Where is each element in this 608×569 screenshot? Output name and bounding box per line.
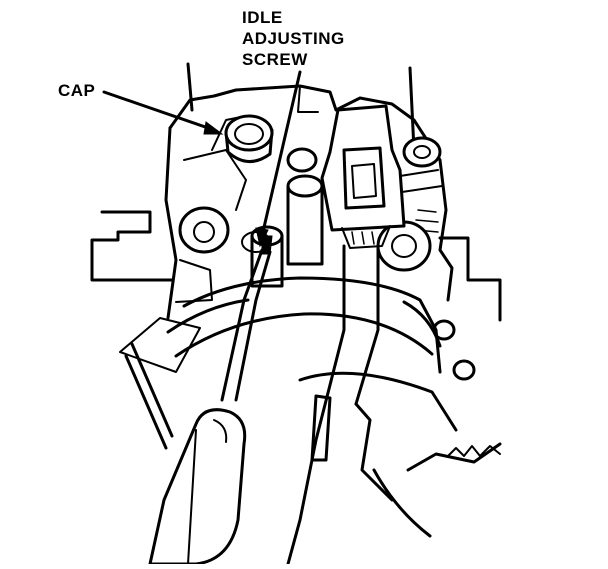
idle-adjusting-screw-label-line-1: IDLE [242,8,283,27]
cap-label: CAP [58,81,96,100]
throttle-plate [166,276,442,374]
screwdriver [148,235,273,566]
idle-adjusting-screw-label: IDLE ADJUSTING SCREW [242,7,345,70]
bosses [241,174,324,288]
wiring-harness [286,244,502,566]
throttle-body-housing [164,62,454,320]
idle-adjusting-screw-label-line-3: SCREW [242,50,308,69]
mounting-bracket [90,210,502,450]
sensor-connector [320,104,406,249]
idle-adjusting-screw-label-line-2: ADJUSTING [242,29,345,48]
leader-lines [102,70,302,248]
cap [224,114,274,163]
